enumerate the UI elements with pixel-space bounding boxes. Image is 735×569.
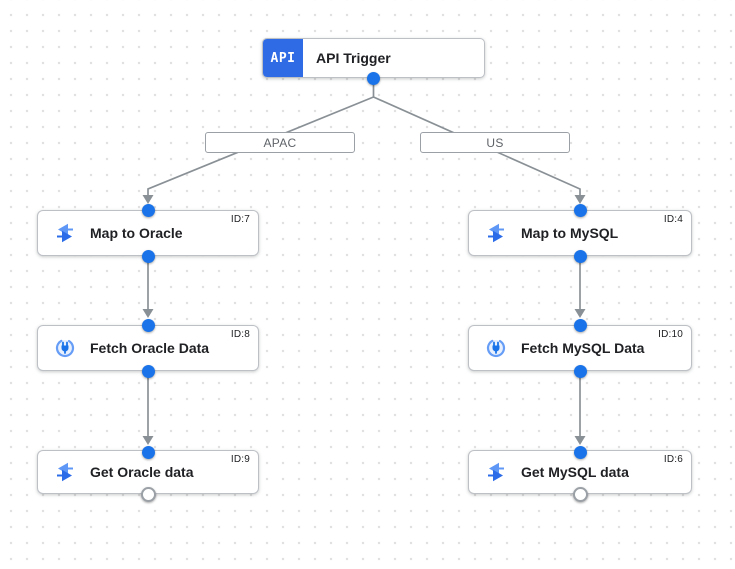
input-port[interactable] [141, 318, 155, 332]
arrowhead [574, 309, 586, 318]
connector-icon [486, 338, 506, 358]
task-id-label: ID:8 [230, 329, 250, 340]
arrowhead [142, 436, 154, 445]
arrowhead [142, 309, 154, 318]
arrowhead [574, 436, 586, 445]
task-node-map-to-oracle[interactable]: Map to Oracle ID:7 [37, 210, 259, 256]
arrowhead [574, 195, 586, 204]
output-port[interactable] [573, 364, 587, 378]
input-port[interactable] [573, 445, 587, 459]
output-port[interactable] [573, 249, 587, 263]
add-next-step-handle[interactable] [140, 486, 156, 502]
input-port[interactable] [141, 445, 155, 459]
add-next-step-handle[interactable] [572, 486, 588, 502]
task-node-fetch-oracle-data[interactable]: Fetch Oracle Data ID:8 [37, 325, 259, 371]
edge-branch-apac [147, 96, 374, 197]
trigger-title: API Trigger [316, 50, 391, 66]
task-title: Get MySQL data [521, 464, 629, 480]
data-mapping-icon [55, 462, 75, 482]
input-port[interactable] [573, 203, 587, 217]
input-port[interactable] [573, 318, 587, 332]
task-title: Map to Oracle [90, 225, 183, 241]
task-id-label: ID:9 [230, 454, 250, 465]
task-id-label: ID:10 [658, 329, 683, 340]
arrowhead [142, 195, 154, 204]
input-port[interactable] [141, 203, 155, 217]
api-badge: API [263, 39, 303, 77]
task-title: Map to MySQL [521, 225, 619, 241]
edge-label-text: APAC [263, 135, 297, 150]
output-port[interactable] [141, 364, 155, 378]
task-id-label: ID:7 [230, 214, 250, 225]
data-mapping-icon [55, 223, 75, 243]
edge-label-text: US [486, 135, 504, 150]
task-title: Fetch MySQL Data [521, 340, 645, 356]
edge-label-us[interactable]: US [420, 132, 570, 153]
connector-icon [55, 338, 75, 358]
task-title: Fetch Oracle Data [90, 340, 210, 356]
data-mapping-icon [486, 223, 506, 243]
task-node-map-to-mysql[interactable]: Map to MySQL ID:4 [468, 210, 692, 256]
task-id-label: ID:6 [663, 454, 683, 465]
edge-label-apac[interactable]: APAC [205, 132, 355, 153]
trigger-node-api[interactable]: API API Trigger [262, 38, 485, 78]
edge-branch-us [373, 96, 581, 197]
task-id-label: ID:4 [663, 214, 683, 225]
output-port[interactable] [141, 249, 155, 263]
task-title: Get Oracle data [90, 464, 194, 480]
data-mapping-icon [486, 462, 506, 482]
trigger-output-port[interactable] [367, 71, 380, 85]
